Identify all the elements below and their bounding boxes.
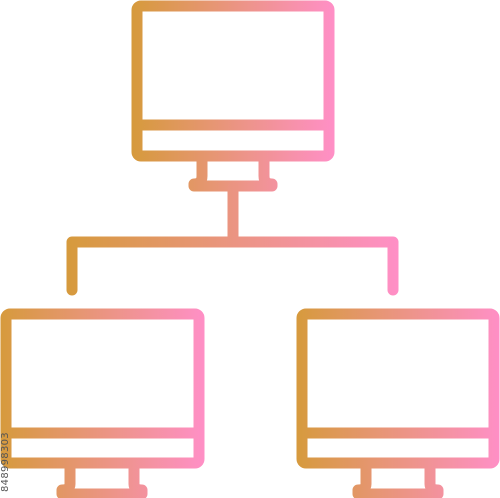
left-monitor-icon — [0, 308, 205, 498]
top-monitor-icon — [131, 0, 335, 192]
right-monitor-icon — [296, 308, 500, 498]
network-connector-lines — [66, 182, 399, 296]
stock-id-watermark: 848998303 — [0, 432, 11, 492]
